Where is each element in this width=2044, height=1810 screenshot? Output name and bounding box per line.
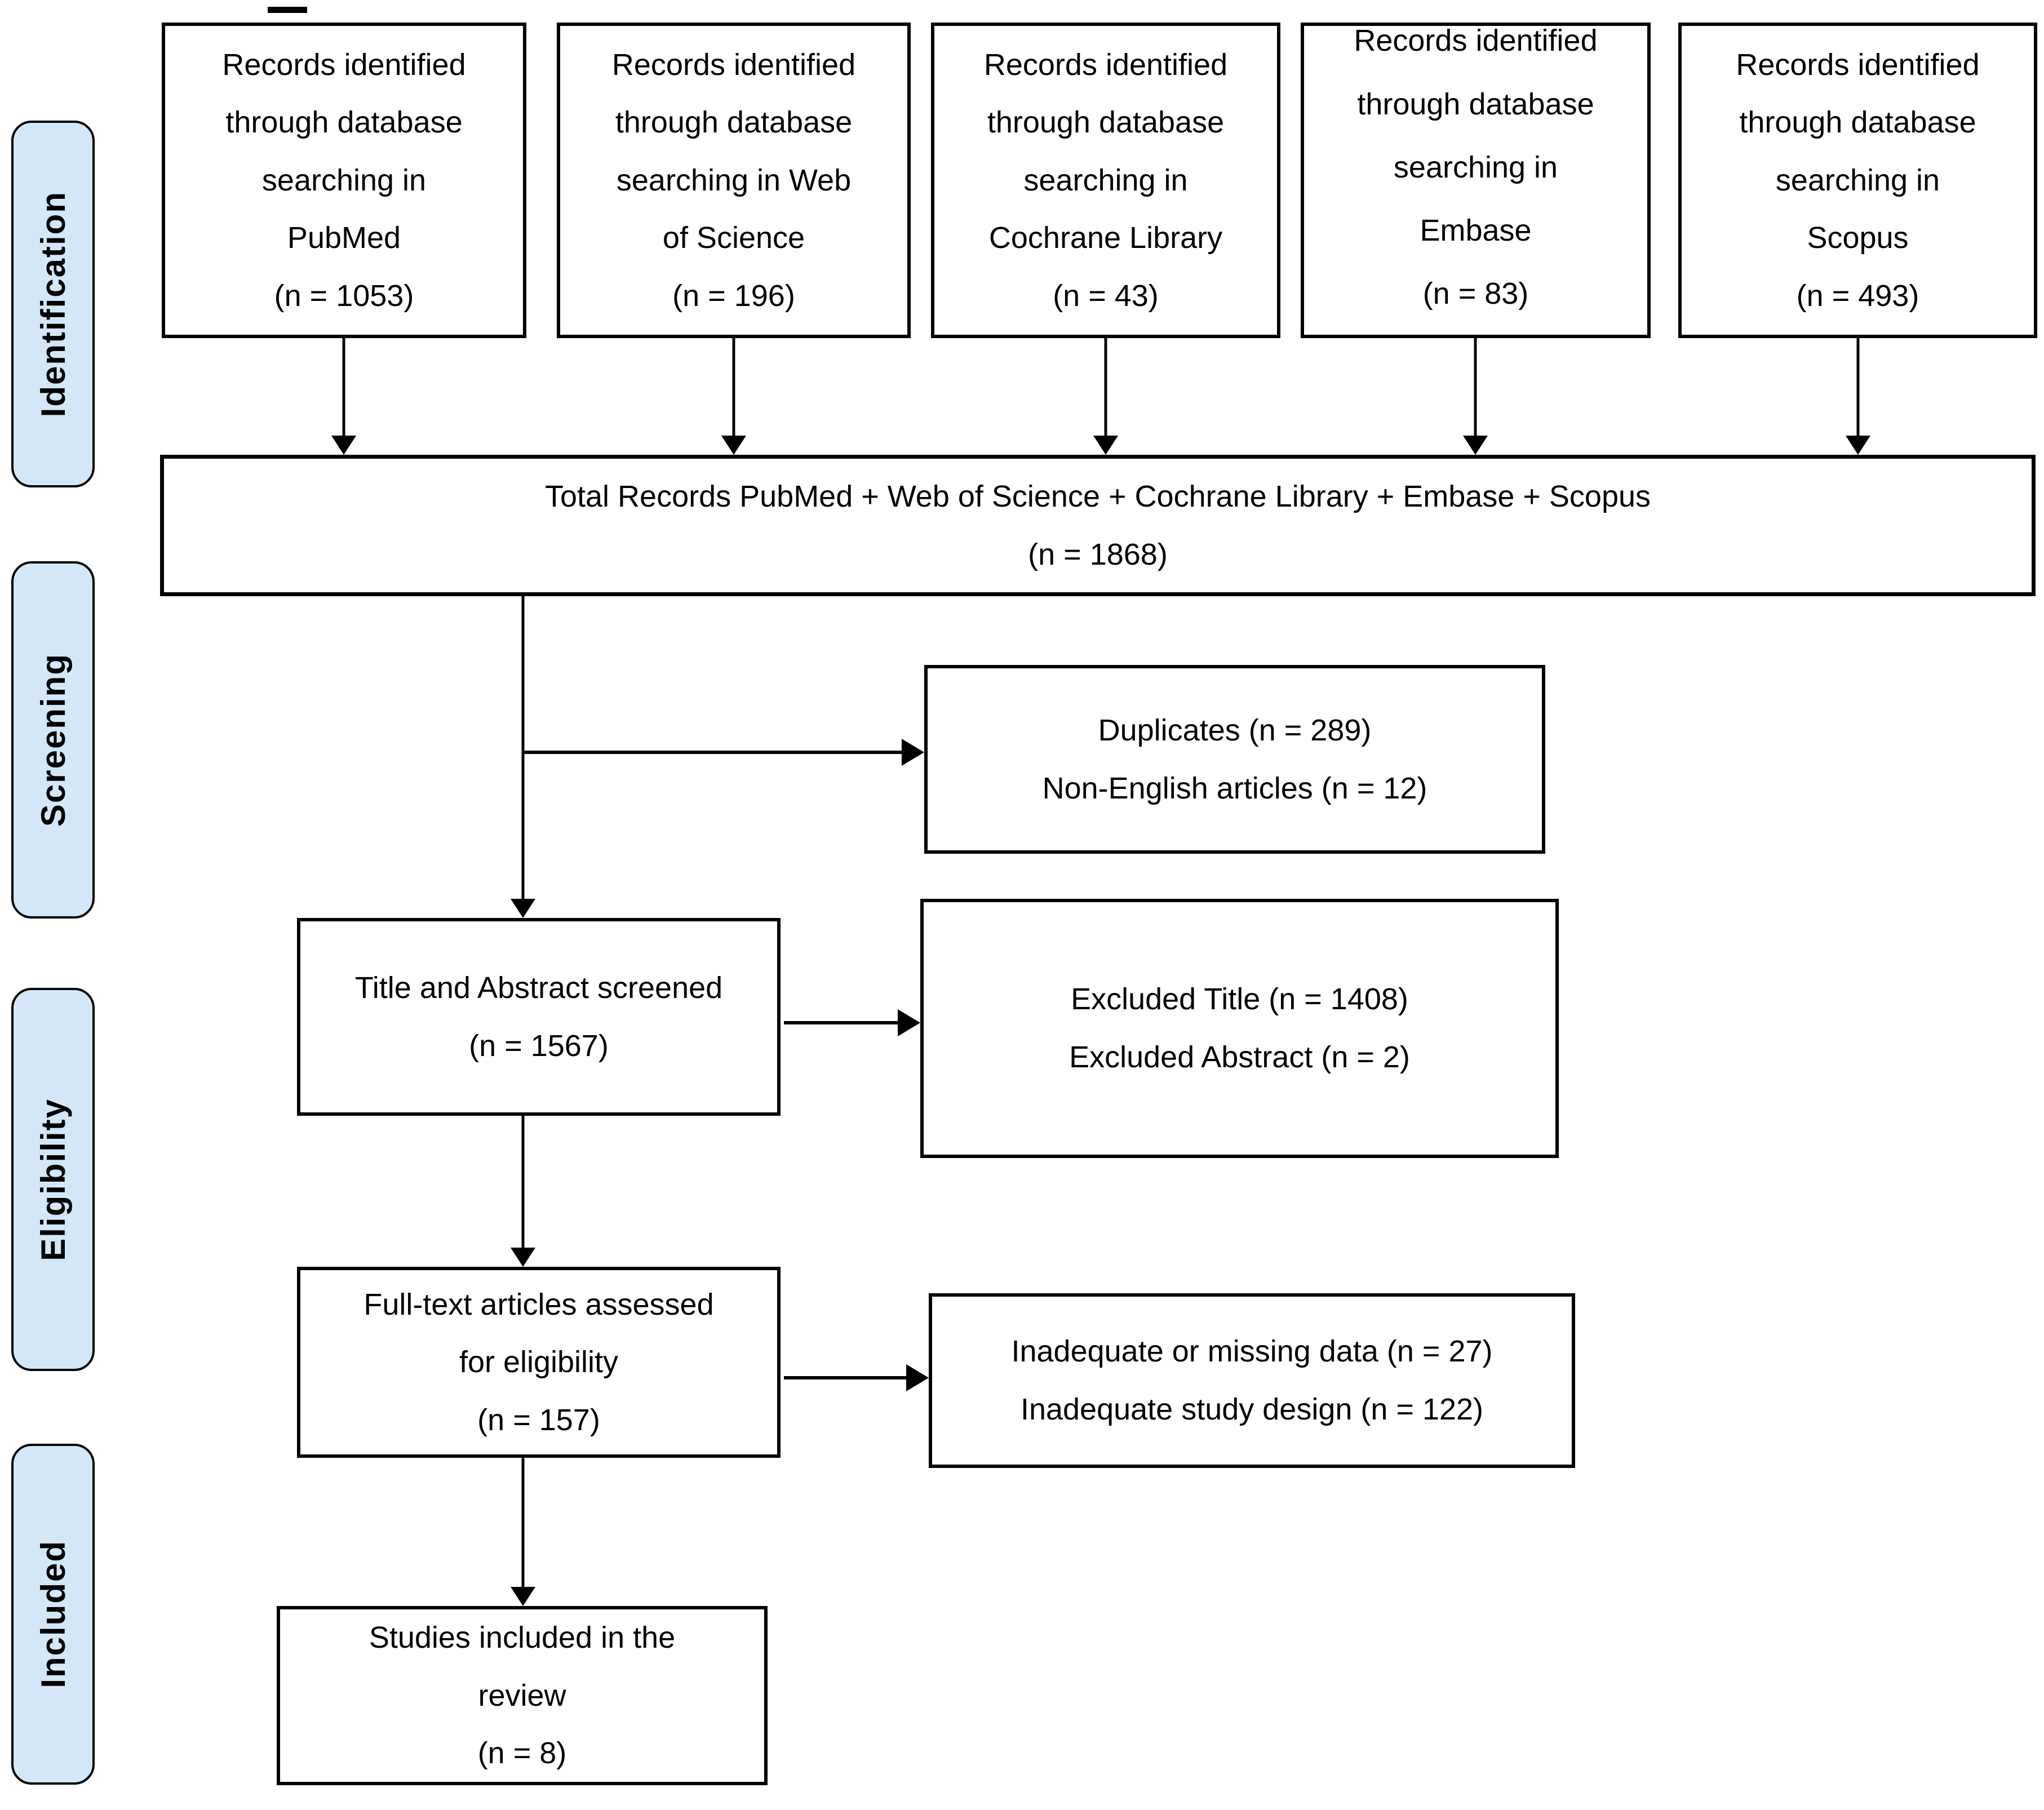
arrowhead-down-icon [511, 1587, 535, 1606]
arrow-shaft [732, 338, 735, 438]
arrow-cochrane-to-total [1093, 338, 1118, 455]
arrow-shaft [524, 751, 905, 754]
inadequate-box-text: Inadequate or missing data (n = 27) Inad… [1011, 1334, 1493, 1426]
stage-eligibility-label: Eligibility [34, 1098, 72, 1261]
arrow-embase-to-total [1463, 338, 1488, 455]
arrow-wos-to-total [721, 338, 746, 455]
arrow-shaft [1104, 338, 1107, 438]
source-box-scopus: Records identified through database sear… [1678, 23, 2037, 338]
screened-box-text: Title and Abstract screened (n = 1567) [354, 970, 723, 1063]
total-records-text: Total Records PubMed + Web of Science + … [544, 479, 1651, 571]
arrow-shaft [1856, 338, 1860, 438]
stage-screening-label: Screening [34, 653, 72, 827]
included-box: Studies included in the review (n = 8) [277, 1606, 768, 1785]
stage-screening: Screening [11, 561, 95, 919]
stage-identification-label: Identification [34, 190, 72, 418]
arrowhead-down-icon [721, 436, 746, 455]
duplicates-box: Duplicates (n = 289) Non-English article… [924, 665, 1545, 854]
arrowhead-down-icon [331, 436, 356, 455]
duplicates-box-text: Duplicates (n = 289) Non-English article… [1042, 713, 1427, 805]
arrow-shaft [521, 596, 525, 901]
source-box-pubmed-text: Records identified through database sear… [222, 47, 466, 313]
source-box-cochrane-library: Records identified through database sear… [931, 23, 1280, 338]
arrowhead-down-icon [1463, 436, 1488, 455]
arrow-to-inadequate [784, 1364, 929, 1391]
arrow-shaft [784, 1021, 901, 1024]
arrow-screened-to-fulltext [511, 1116, 535, 1267]
arrow-scopus-to-total [1846, 338, 1870, 455]
arrow-fulltext-to-included [511, 1458, 535, 1606]
stray-dash-mark [268, 7, 307, 13]
arrowhead-down-icon [511, 899, 535, 918]
source-box-cochrane-library-text: Records identified through database sear… [983, 47, 1228, 313]
arrowhead-right-icon [902, 739, 924, 766]
arrow-shaft [1474, 338, 1477, 438]
arrow-shaft [521, 1458, 525, 1589]
arrowhead-right-icon [906, 1364, 929, 1391]
stage-eligibility: Eligibility [11, 988, 95, 1371]
stage-included-label: Included [34, 1540, 72, 1688]
stage-included: Included [11, 1444, 95, 1785]
arrow-total-to-screened [511, 596, 535, 918]
inadequate-box: Inadequate or missing data (n = 27) Inad… [929, 1293, 1575, 1468]
arrow-to-duplicates [524, 739, 924, 766]
source-box-web-of-science-text: Records identified through database sear… [611, 47, 856, 313]
arrowhead-down-icon [511, 1248, 535, 1267]
arrow-shaft [342, 338, 345, 438]
arrowhead-right-icon [898, 1009, 920, 1036]
source-box-embase: Records identified through database sear… [1301, 23, 1651, 338]
fulltext-box: Full-text articles assessed for eligibil… [297, 1267, 781, 1458]
fulltext-box-text: Full-text articles assessed for eligibil… [363, 1287, 714, 1437]
arrow-shaft [521, 1116, 525, 1250]
source-box-scopus-text: Records identified through database sear… [1736, 47, 1980, 313]
excluded-box-text: Excluded Title (n = 1408) Excluded Abstr… [1069, 982, 1410, 1074]
included-box-text: Studies included in the review (n = 8) [369, 1621, 676, 1771]
source-box-embase-text: Records identified through database sear… [1354, 24, 1598, 311]
source-box-pubmed: Records identified through database sear… [162, 23, 526, 338]
stage-identification: Identification [11, 121, 95, 487]
arrow-to-excluded [784, 1009, 920, 1036]
source-box-web-of-science: Records identified through database sear… [557, 23, 911, 338]
arrow-shaft [784, 1376, 910, 1379]
arrowhead-down-icon [1846, 436, 1870, 455]
excluded-box: Excluded Title (n = 1408) Excluded Abstr… [920, 899, 1559, 1158]
arrow-pubmed-to-total [331, 338, 356, 455]
total-records-box: Total Records PubMed + Web of Science + … [160, 455, 2036, 596]
arrowhead-down-icon [1093, 436, 1118, 455]
screened-box: Title and Abstract screened (n = 1567) [297, 918, 781, 1116]
